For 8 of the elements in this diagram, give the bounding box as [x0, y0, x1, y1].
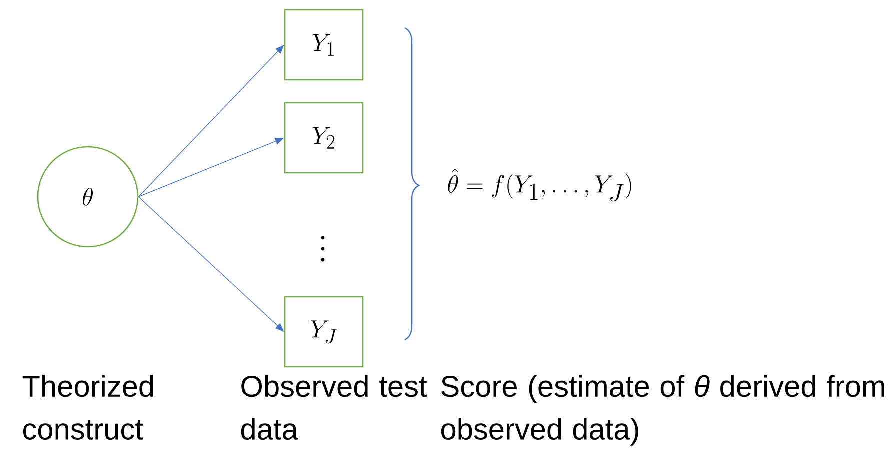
caption: Theorized construct	[22, 375, 154, 440]
variable-box: $Y_2$	[284, 102, 364, 174]
score-formula: $\hat{\theta} = f(Y_1, \ldots, Y_J)$	[448, 168, 632, 202]
caption: Observed test data	[241, 375, 428, 440]
variable-box: $Y_1$	[284, 9, 364, 81]
variable-box: $Y_J$	[284, 296, 364, 368]
caption: Score (estimate of θ derived from observed data)	[441, 375, 884, 446]
arrow	[138, 45, 284, 198]
